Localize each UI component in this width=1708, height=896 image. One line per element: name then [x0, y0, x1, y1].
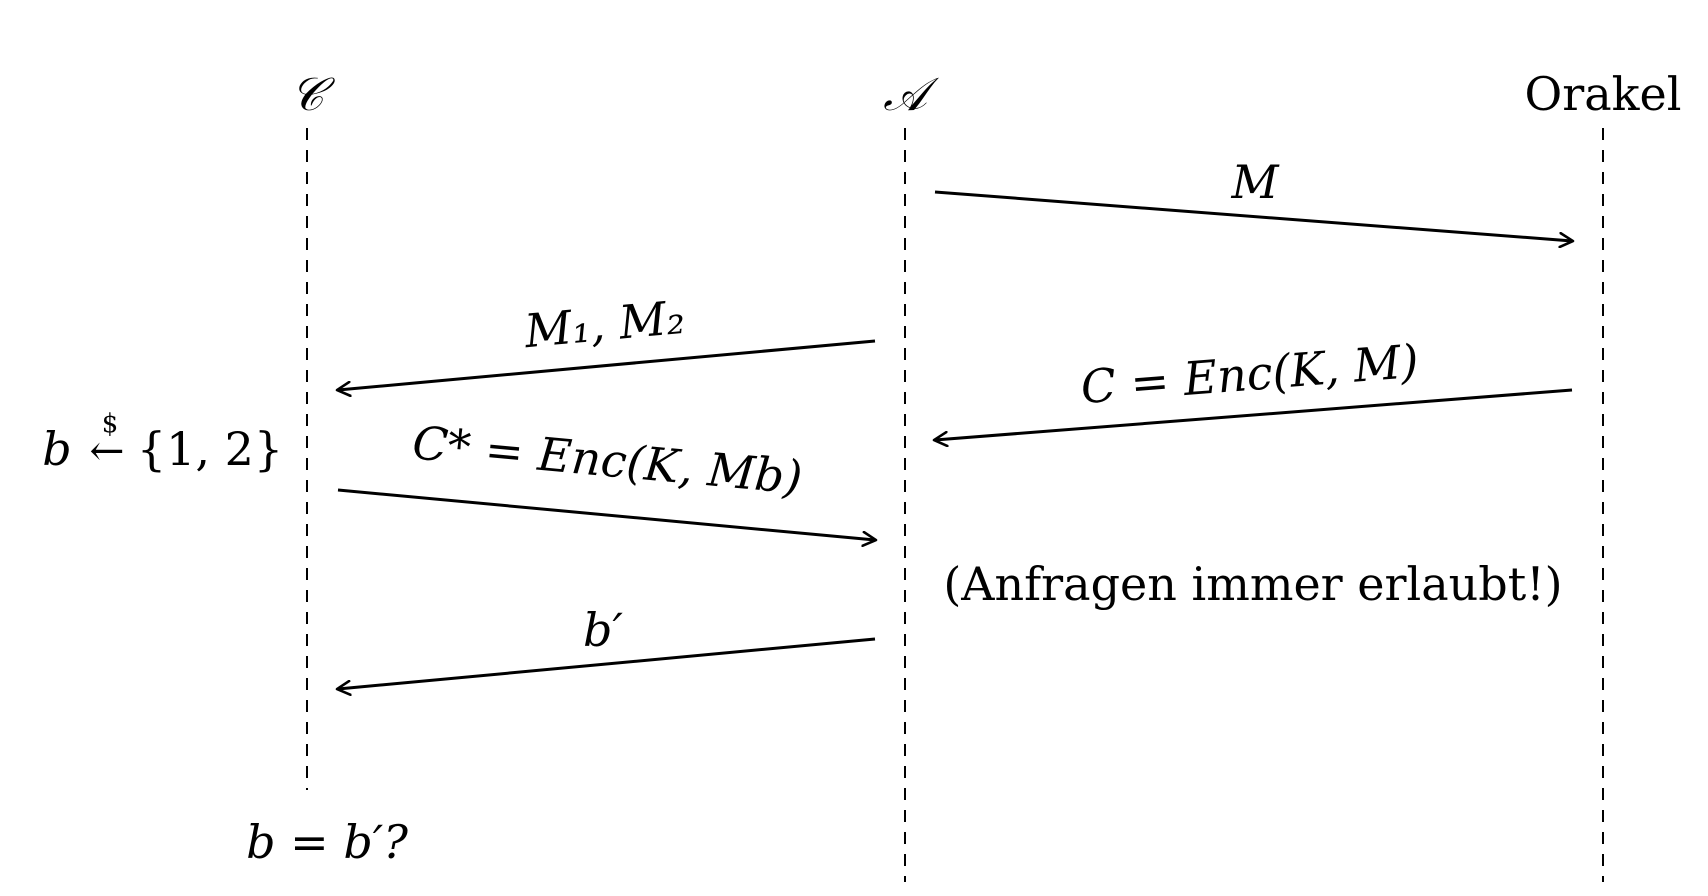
oracle-reply-arrow	[935, 388, 1573, 440]
challenger-label: 𝒞	[290, 67, 335, 121]
oracle-query-arrow	[934, 190, 1572, 241]
sampling-variable: b	[42, 422, 71, 476]
sampling-annotation: b ← $ {1, 2}	[42, 409, 283, 476]
oracle-note: (Anfragen immer erlaubt!)	[943, 557, 1562, 611]
challenge-ciphertext-arrow	[337, 488, 875, 540]
guess-label: b′	[583, 603, 623, 657]
oracle-reply-label: C = Enc(K, M)	[1079, 334, 1421, 414]
adversary-label: 𝒜	[883, 67, 939, 121]
challenge-ciphertext-label: C* = Enc(K, Mb)	[410, 415, 804, 504]
guess-arrow	[338, 637, 876, 689]
oracle-query-label: M	[1230, 155, 1280, 209]
final-check: b = b′?	[246, 815, 408, 869]
sampling-arrow: ←	[89, 426, 124, 475]
sampling-dollar: $	[102, 409, 119, 439]
sampling-set: {1, 2}	[137, 422, 283, 476]
oracle-label: Orakel	[1525, 67, 1682, 121]
challenge-messages-arrow	[338, 339, 876, 390]
challenge-messages-label: M₁, M₂	[521, 290, 687, 358]
